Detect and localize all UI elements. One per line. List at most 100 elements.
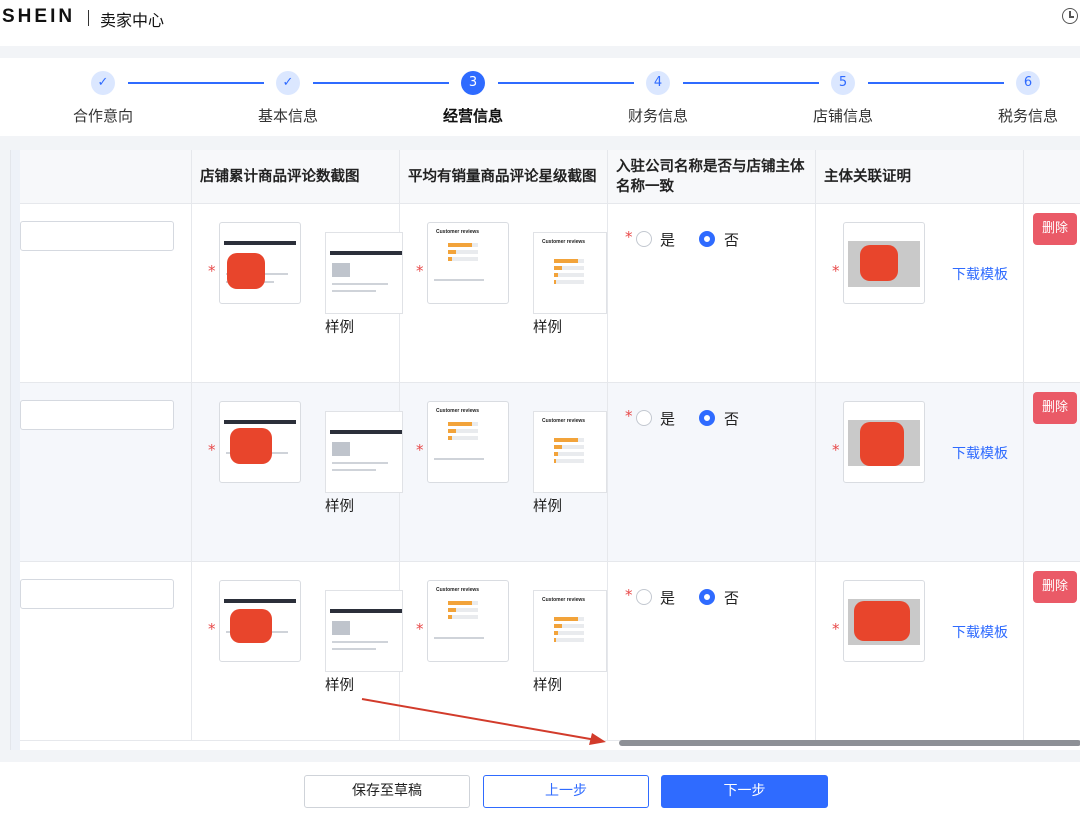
table-row: * 样例 * Customer reviews Customer reviews (20, 204, 1080, 383)
download-template-link[interactable]: 下载模板 (952, 446, 1008, 462)
sample-review-count-image[interactable] (325, 232, 403, 314)
rating-bar-fill (554, 617, 578, 621)
next-step-button[interactable]: 下一步 (661, 775, 828, 808)
sample-label: 样例 (533, 499, 562, 515)
radio-no-selected[interactable] (699, 410, 715, 426)
uploaded-review-count-image[interactable] (219, 401, 301, 483)
horizontal-scrollbar[interactable] (619, 740, 1080, 746)
rating-bar (448, 615, 478, 619)
text-input[interactable] (20, 221, 174, 251)
cell-divider (191, 383, 192, 562)
sample-label: 样例 (325, 499, 354, 515)
radio-yes[interactable] (636, 589, 652, 605)
radio-no-selected[interactable] (699, 231, 715, 247)
step-4-number: 4 (646, 71, 670, 95)
radio-yes[interactable] (636, 231, 652, 247)
radio-no-label[interactable]: 否 (724, 231, 740, 249)
rating-bar (554, 445, 584, 449)
step-connector (868, 82, 1004, 84)
uploaded-review-count-image[interactable] (219, 580, 301, 662)
clock-icon[interactable] (1062, 8, 1078, 24)
step-5-number: 5 (831, 71, 855, 95)
sample-rating-image[interactable]: Customer reviews (533, 232, 607, 314)
radio-yes[interactable] (636, 410, 652, 426)
portal-title: 卖家中心 (100, 11, 165, 30)
rating-bar-fill (554, 459, 556, 463)
header-avg-rating-screenshot: 平均有销量商品评论星级截图 (399, 150, 607, 204)
redaction-block (230, 609, 272, 643)
sample-label: 样例 (325, 678, 354, 694)
download-template-link[interactable]: 下载模板 (952, 267, 1008, 283)
cell-divider (607, 383, 608, 562)
uploaded-rating-image[interactable]: Customer reviews (427, 580, 509, 662)
review-title: Customer reviews (542, 418, 586, 424)
uploaded-proof-image[interactable] (843, 401, 925, 483)
text-input[interactable] (20, 579, 174, 609)
step-3-number[interactable]: 3 (461, 71, 485, 95)
cell-divider (1023, 562, 1024, 741)
delete-button[interactable]: 删除 (1033, 571, 1077, 603)
rating-bar (554, 266, 584, 270)
sample-rating-image[interactable]: Customer reviews (533, 590, 607, 672)
required-asterisk: * (416, 620, 424, 638)
sample-rating-image[interactable]: Customer reviews (533, 411, 607, 493)
step-1-check-icon[interactable]: ✓ (91, 71, 115, 95)
screenshot-line (332, 469, 376, 471)
uploaded-rating-image[interactable]: Customer reviews (427, 401, 509, 483)
radio-yes-label[interactable]: 是 (660, 231, 676, 249)
radio-no-selected[interactable] (699, 589, 715, 605)
previous-step-button[interactable]: 上一步 (483, 775, 649, 808)
screenshot-header (330, 609, 402, 613)
header-relation-proof: 主体关联证明 (815, 150, 1023, 204)
required-asterisk: * (416, 441, 424, 459)
uploaded-proof-image[interactable] (843, 580, 925, 662)
uploaded-review-count-image[interactable] (219, 222, 301, 304)
step-1-label[interactable]: 合作意向 (72, 107, 133, 125)
screenshot-header (224, 241, 296, 245)
rating-bar (554, 259, 584, 263)
review-title: Customer reviews (436, 587, 480, 593)
step-2-label[interactable]: 基本信息 (257, 107, 318, 125)
rating-bar-fill (448, 615, 452, 619)
table-header: 店铺累计商品评论数截图 平均有销量商品评论星级截图 入驻公司名称是否与店铺主体名… (20, 150, 1080, 204)
table-left-edge (11, 150, 20, 750)
sample-review-count-image[interactable] (325, 411, 403, 493)
redaction-block (860, 245, 898, 281)
delete-button[interactable]: 删除 (1033, 392, 1077, 424)
screenshot-photo (332, 263, 350, 277)
rating-bar-fill (554, 638, 556, 642)
required-asterisk: * (416, 262, 424, 280)
review-title: Customer reviews (542, 597, 586, 603)
required-asterisk: * (832, 441, 840, 459)
delete-button[interactable]: 删除 (1033, 213, 1077, 245)
download-template-link[interactable]: 下载模板 (952, 625, 1008, 641)
text-input[interactable] (20, 400, 174, 430)
sample-review-count-image[interactable] (325, 590, 403, 672)
step-3-label[interactable]: 经营信息 (442, 107, 503, 125)
redaction-block (227, 253, 265, 289)
review-title: Customer reviews (542, 239, 586, 245)
rating-bar (448, 601, 478, 605)
required-asterisk: * (625, 228, 633, 246)
uploaded-rating-image[interactable]: Customer reviews (427, 222, 509, 304)
save-draft-button[interactable]: 保存至草稿 (304, 775, 470, 808)
step-5-label: 店铺信息 (812, 107, 873, 125)
required-asterisk: * (625, 407, 633, 425)
radio-yes-label[interactable]: 是 (660, 410, 676, 428)
review-title: Customer reviews (436, 229, 480, 235)
rating-bar (554, 438, 584, 442)
header-actions (1023, 150, 1080, 204)
step-2-check-icon[interactable]: ✓ (276, 71, 300, 95)
screenshot-photo (332, 621, 350, 635)
uploaded-proof-image[interactable] (843, 222, 925, 304)
screenshot-photo (332, 442, 350, 456)
required-asterisk: * (832, 262, 840, 280)
step-6-number: 6 (1016, 71, 1040, 95)
radio-yes-label[interactable]: 是 (660, 589, 676, 607)
required-asterisk: * (832, 620, 840, 638)
radio-no-label[interactable]: 否 (724, 410, 740, 428)
radio-no-label[interactable]: 否 (724, 589, 740, 607)
screenshot-line (434, 279, 484, 281)
screenshot-header (330, 251, 402, 255)
screenshot-line (434, 637, 484, 639)
